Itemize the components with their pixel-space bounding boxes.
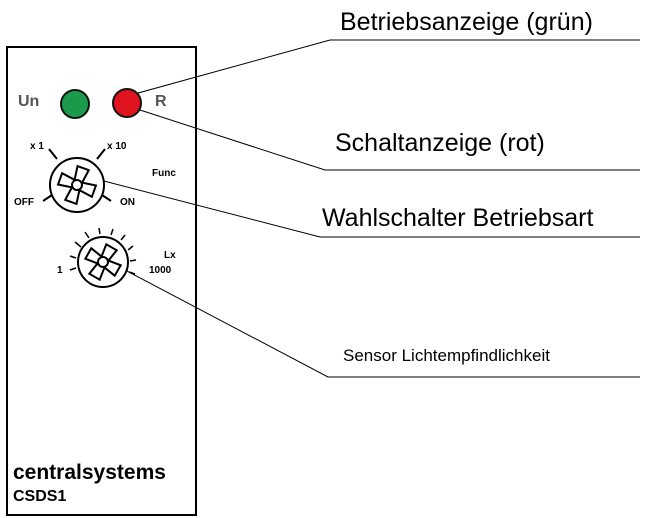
callout-mode-selector: Wahlschalter Betriebsart (322, 204, 594, 232)
mode-position-on: ON (120, 197, 135, 208)
callout-power-indicator: Betriebsanzeige (grün) (340, 8, 593, 36)
red-led-label: R (155, 93, 167, 110)
mode-position-x1: x 1 (30, 141, 44, 152)
mode-switch-label: Func (152, 168, 176, 179)
callout-switch-indicator: Schaltanzeige (rot) (335, 129, 545, 157)
callout-line-mode (99, 179, 640, 238)
mode-position-off: OFF (14, 197, 34, 208)
lux-dial-knob (69, 227, 137, 288)
green-led-label: Un (18, 93, 40, 110)
device-brand: centralsystems (13, 461, 166, 484)
lux-min-label: 1 (57, 265, 63, 276)
lux-max-label: 1000 (149, 265, 172, 276)
device-model: CSDS1 (13, 488, 67, 505)
mode-position-x10: x 10 (107, 141, 127, 152)
lux-dial-label: Lx (164, 250, 176, 261)
mode-selector-knob (42, 148, 112, 213)
callout-line-power (119, 39, 640, 99)
callout-line-switch (139, 109, 640, 171)
red-led-icon (112, 88, 142, 118)
green-led-icon (60, 89, 90, 119)
callout-light-sensitivity: Sensor Lichtempfindlichkeit (343, 346, 550, 365)
callout-line-lux (124, 269, 640, 378)
